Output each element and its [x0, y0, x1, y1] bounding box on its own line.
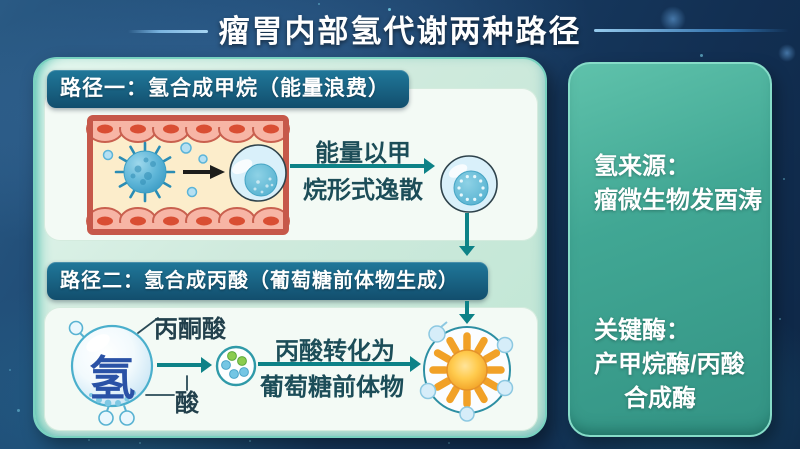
- background-speck: [388, 8, 391, 11]
- microbe-icon: [114, 141, 176, 203]
- background-speck: [88, 439, 90, 441]
- hydrogen-source-title: 氢来源：: [594, 153, 690, 180]
- key-enzymes-title: 关键酶：: [594, 317, 690, 344]
- pathway1-annotation-line1: 能量以甲: [315, 140, 411, 167]
- acid-label: 酸: [175, 390, 199, 417]
- hydrogen-source-value: 瘤微生物发酉涛: [594, 187, 762, 214]
- pathway2-header: 路径二：氢合成丙酸（葡萄糖前体物生成）: [47, 262, 488, 300]
- background-speck: [448, 442, 450, 444]
- background-speck: [318, 3, 320, 5]
- key-enzymes-line1: 产甲烷酶/丙酸: [594, 351, 745, 378]
- key-enzymes-block: 关键酶： 产甲烷酶/丙酸 合成酶: [594, 314, 745, 416]
- methanogen-cell-icon: [229, 144, 287, 202]
- background-speck: [17, 409, 20, 412]
- page-title: 瘤胃内部氢代谢两种路径: [218, 14, 582, 49]
- pathway1-annotation-line2: 烷形式逸散: [303, 177, 423, 204]
- title-flourish-right: [594, 29, 789, 32]
- fermentation-arrow: [157, 357, 212, 373]
- hydrogen-bubble-icon: [68, 320, 154, 426]
- glucose-precursor-cell-icon: [419, 321, 514, 422]
- hydrogen-source-block: 氢来源： 瘤微生物发酉涛: [594, 150, 762, 218]
- propionate-dots-icon: [215, 345, 257, 387]
- key-enzymes-line2: 合成酶: [624, 385, 696, 412]
- methane-escape-arrow: [290, 158, 435, 174]
- pathway2-annotation-line1: 丙酸转化为: [275, 338, 395, 365]
- background-speck: [9, 369, 11, 371]
- blood-vessel-illustration: [86, 115, 290, 235]
- bokeh-dot: [778, 44, 796, 62]
- background-speck: [139, 442, 141, 444]
- glucose-conversion-arrow: [258, 356, 421, 372]
- cell-nuclei-top: [97, 124, 279, 134]
- info-sidebar: 氢来源： 瘤微生物发酉涛 关键酶： 产甲烷酶/丙酸 合成酶: [568, 62, 772, 437]
- pathway1-header: 路径一：氢合成甲烷（能量浪费）: [47, 70, 409, 108]
- hydrogen-label: 氢: [88, 352, 136, 405]
- background-speck: [249, 440, 251, 442]
- pathway2-annotation-line2: 葡萄糖前体物: [260, 374, 404, 401]
- background-speck: [571, 35, 573, 37]
- cell-icon: [440, 155, 498, 213]
- arrow-black-icon: [183, 165, 225, 179]
- bokeh-dot: [660, 6, 686, 32]
- background-speck: [700, 54, 703, 57]
- hydrogen-bubbles: [102, 142, 208, 198]
- background-speck: [779, 318, 781, 320]
- pyruvate-label: 丙酮酸: [154, 316, 226, 343]
- label-connector-lines: [137, 317, 188, 396]
- pathway1-down-arrow: [459, 213, 475, 256]
- pathway2-down-arrow: [459, 301, 475, 324]
- background-speck: [783, 178, 785, 180]
- title-flourish-left: [128, 30, 208, 33]
- cell-nuclei-bottom: [97, 216, 279, 226]
